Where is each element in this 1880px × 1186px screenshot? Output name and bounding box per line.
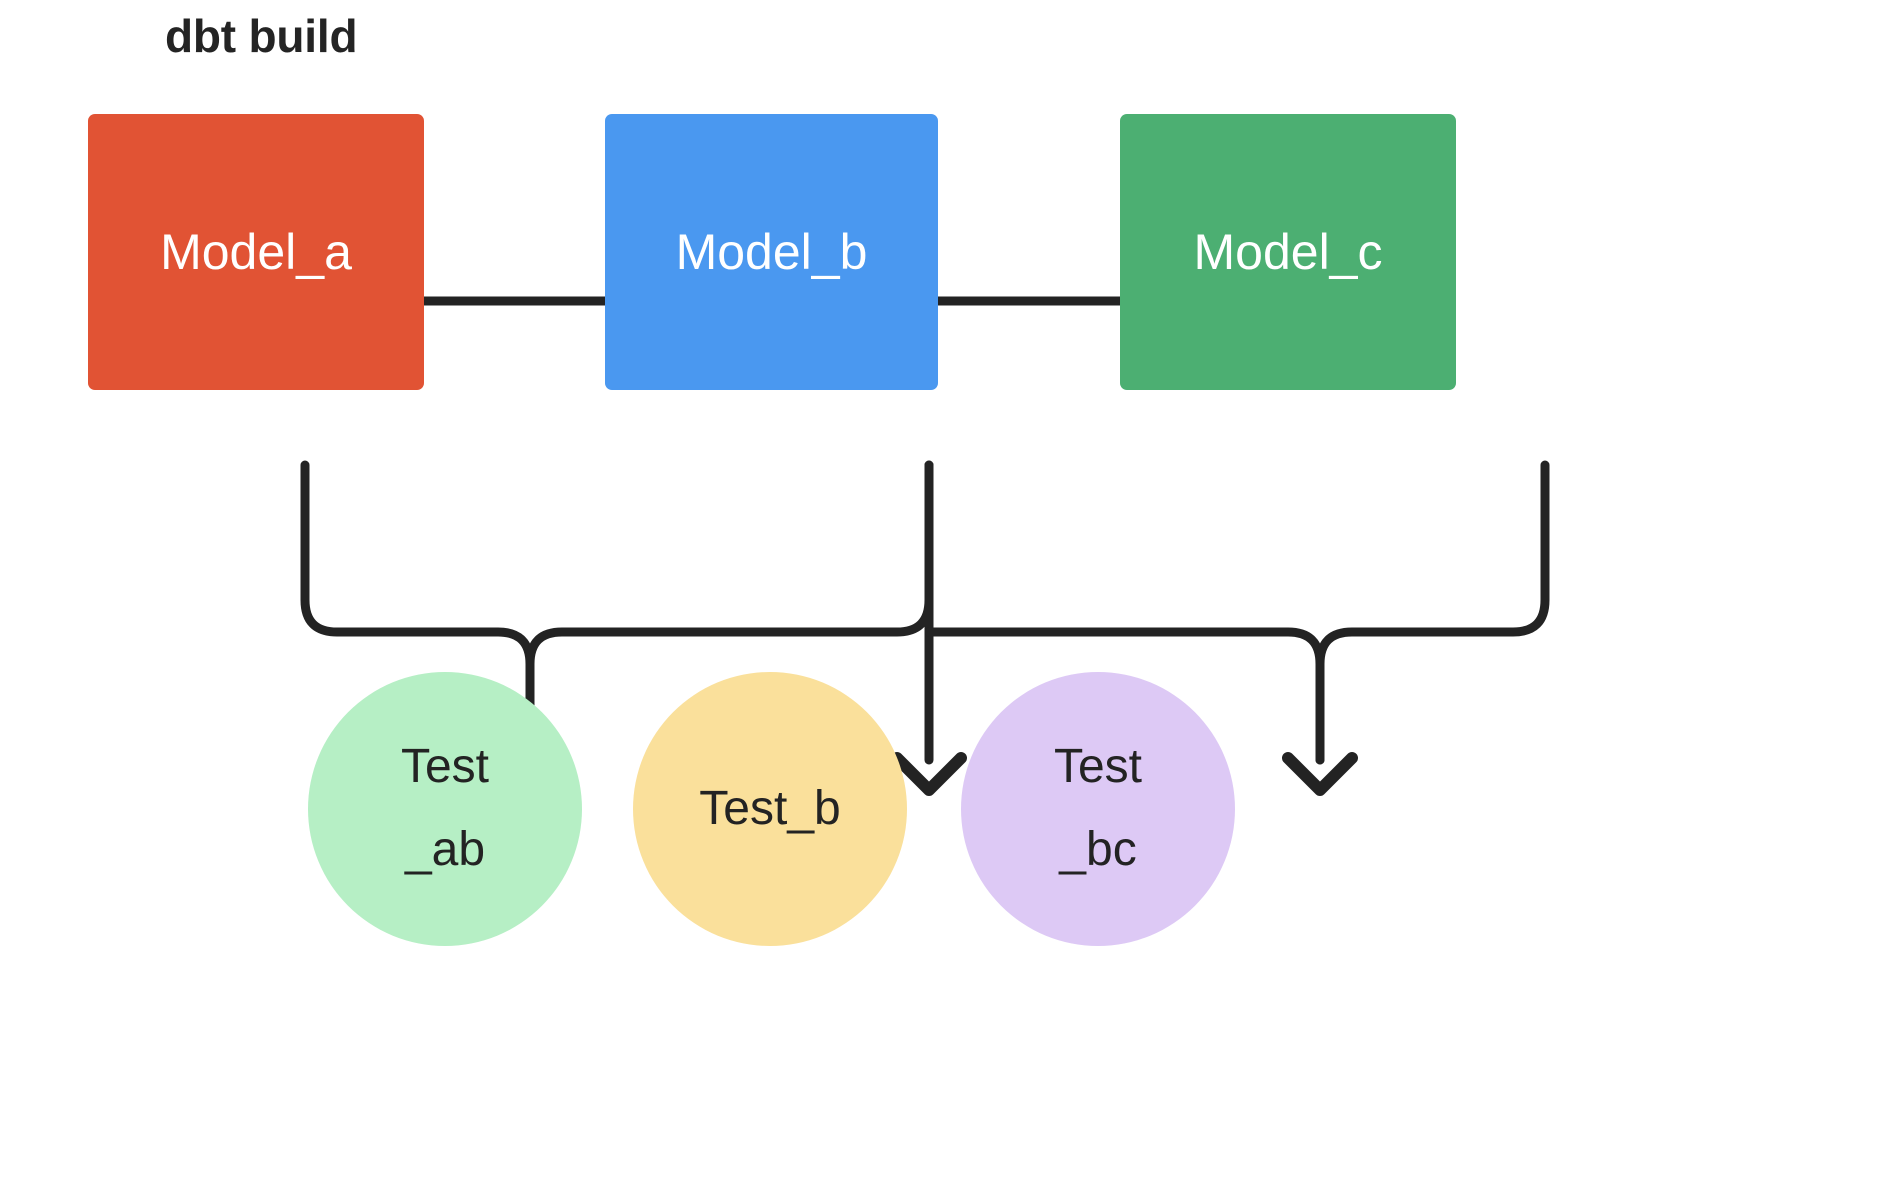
node-test-bc[interactable]: Test _bc <box>961 672 1235 946</box>
node-model-b-label: Model_b <box>675 224 868 280</box>
node-model-c[interactable]: Model_c <box>1120 114 1456 390</box>
node-model-c-label: Model_c <box>1193 224 1383 280</box>
node-model-a-label: Model_a <box>160 224 352 280</box>
node-test-b[interactable]: Test_b <box>633 672 907 946</box>
node-test-b-label-line1: Test_b <box>699 781 841 835</box>
arrowhead-test-b <box>891 752 967 796</box>
arrowhead-test-bc <box>1282 752 1358 796</box>
node-test-ab-label-line2: _ab <box>404 823 486 876</box>
node-test-bc-label-line1: Test <box>1053 740 1143 794</box>
node-test-ab-label-line1: Test <box>400 740 490 794</box>
diagram-title: dbt build <box>165 10 358 62</box>
node-model-a[interactable]: Model_a <box>88 114 424 390</box>
node-test-ab[interactable]: Test _ab <box>308 672 582 946</box>
node-model-b[interactable]: Model_b <box>605 114 938 390</box>
edge-model-c-to-test-bc <box>1315 460 1550 765</box>
node-test-bc-label-line2: _bc <box>1059 823 1137 876</box>
